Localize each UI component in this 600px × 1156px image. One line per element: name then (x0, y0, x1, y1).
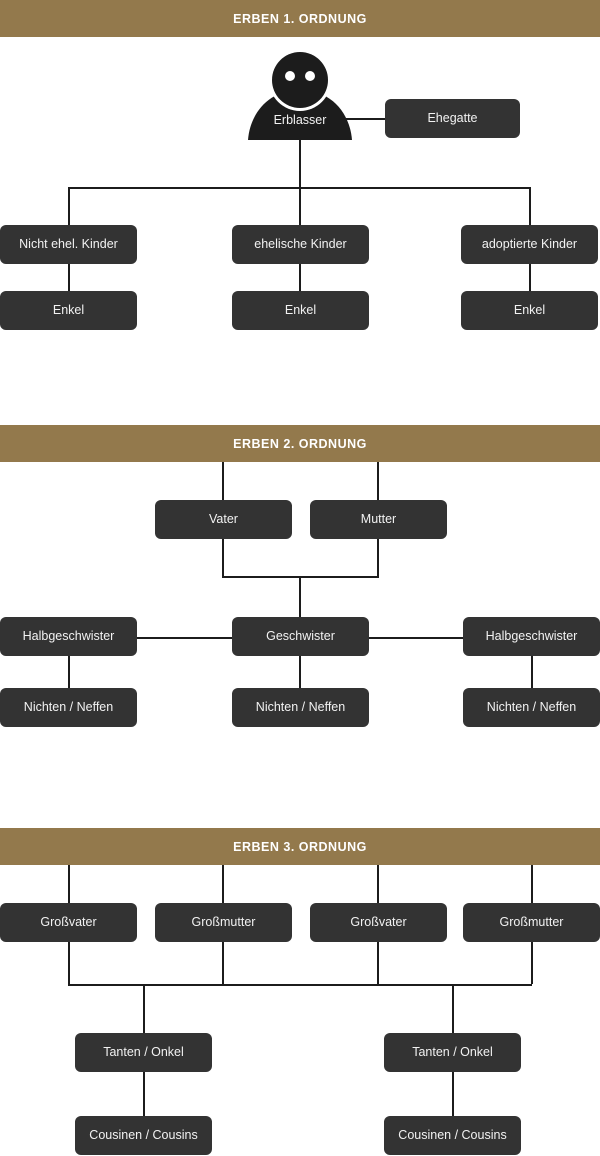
connector-grossmutter-2-down (531, 941, 533, 984)
node-tanten-onkel-left[interactable]: Tanten / Onkel (75, 1033, 212, 1072)
connector-decedent-down (299, 137, 301, 187)
node-nichten-neffen-3[interactable]: Nichten / Neffen (463, 688, 600, 727)
connector-mutter-down (377, 538, 379, 576)
node-halbgeschwister-left[interactable]: Halbgeschwister (0, 617, 137, 656)
connector-vater-down (222, 538, 224, 576)
node-nichten-neffen-1[interactable]: Nichten / Neffen (0, 688, 137, 727)
person-silhouette-icon: Erblasser (240, 48, 360, 140)
connector-grossmutter-2-up (531, 858, 533, 903)
node-grossmutter-2[interactable]: Großmutter (463, 903, 600, 942)
node-enkel-2[interactable]: Enkel (232, 291, 369, 330)
connector-halbgeschwister-right-down (531, 655, 533, 688)
connector-geschwister-left (137, 637, 233, 639)
node-ehegatte[interactable]: Ehegatte (385, 99, 520, 138)
connector-halbgeschwister-left-down (68, 655, 70, 688)
connector-geschwister-right (368, 637, 463, 639)
connector-mutter-up (377, 455, 379, 500)
connector-decedent-spouse (337, 118, 385, 120)
connector-bus-to-tanten-onkel-right (452, 984, 454, 1033)
node-mutter[interactable]: Mutter (310, 500, 447, 539)
section-heading-ordnung-2: ERBEN 2. ORDNUNG (0, 425, 600, 462)
connector-grossvater-1-down (68, 941, 70, 984)
connector-tanten-onkel-right-down (452, 1071, 454, 1116)
connector-child-1-to-enkel (68, 263, 70, 292)
connector-geschwister-down (299, 655, 301, 688)
connector-grossvater-1-up (68, 858, 70, 903)
node-grossvater-2[interactable]: Großvater (310, 903, 447, 942)
node-eheliche-kinder[interactable]: ehelische Kinder (232, 225, 369, 264)
node-vater[interactable]: Vater (155, 500, 292, 539)
connector-child-3-up (529, 187, 531, 225)
node-cousinen-cousins-right[interactable]: Cousinen / Cousins (384, 1116, 521, 1155)
connector-grossmutter-1-down (222, 941, 224, 984)
node-nichten-neffen-2[interactable]: Nichten / Neffen (232, 688, 369, 727)
node-adoptierte-kinder[interactable]: adoptierte Kinder (461, 225, 598, 264)
node-geschwister[interactable]: Geschwister (232, 617, 369, 656)
node-grossvater-1[interactable]: Großvater (0, 903, 137, 942)
node-cousinen-cousins-left[interactable]: Cousinen / Cousins (75, 1116, 212, 1155)
section-heading-ordnung-1: ERBEN 1. ORDNUNG (0, 0, 600, 37)
node-nicht-ehel-kinder[interactable]: Nicht ehel. Kinder (0, 225, 137, 264)
connector-child-1-up (68, 187, 70, 225)
section-heading-ordnung-3: ERBEN 3. ORDNUNG (0, 828, 600, 865)
connector-tanten-onkel-left-down (143, 1071, 145, 1116)
connector-grossmutter-1-up (222, 858, 224, 903)
node-grossmutter-1[interactable]: Großmutter (155, 903, 292, 942)
connector-child-3-to-enkel (529, 263, 531, 292)
connector-grossvater-2-up (377, 858, 379, 903)
connector-child-2-up (299, 187, 301, 225)
connector-parents-to-geschwister (299, 576, 301, 618)
connector-grandparents-bus (68, 984, 532, 986)
connector-bus-to-tanten-onkel-left (143, 984, 145, 1033)
node-enkel-1[interactable]: Enkel (0, 291, 137, 330)
connector-child-2-to-enkel (299, 263, 301, 292)
node-tanten-onkel-right[interactable]: Tanten / Onkel (384, 1033, 521, 1072)
node-halbgeschwister-right[interactable]: Halbgeschwister (463, 617, 600, 656)
connector-vater-up (222, 455, 224, 500)
connector-grossvater-2-down (377, 941, 379, 984)
node-enkel-3[interactable]: Enkel (461, 291, 598, 330)
